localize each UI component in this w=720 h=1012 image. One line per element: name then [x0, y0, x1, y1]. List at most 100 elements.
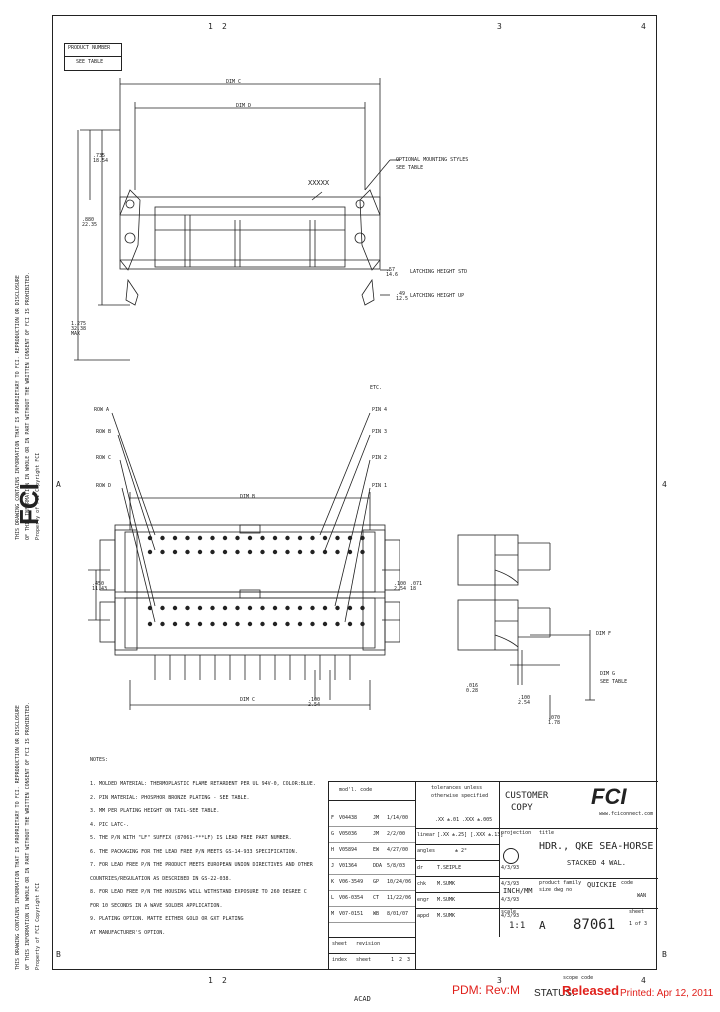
drawing-number-area: scale 1:1 A 87061 sheet 1 of 3	[499, 908, 658, 937]
pin-4-label: PIN 4	[372, 407, 388, 413]
revision-by: DDA	[373, 863, 383, 869]
revision-row-divider	[329, 906, 415, 907]
front-right-dim-1: .100 2.54	[394, 581, 407, 592]
pin-dot	[347, 549, 353, 555]
zone-marker-a: A	[56, 480, 61, 489]
pin-dot	[360, 621, 365, 627]
revision-header: mod'l. code	[339, 787, 373, 793]
pin-dot	[322, 535, 328, 541]
pin-dot	[235, 535, 240, 541]
pin-dot	[347, 535, 353, 541]
pin-dot	[185, 535, 190, 541]
revision-rev: M	[331, 911, 335, 917]
pin-dot	[247, 535, 253, 541]
pin-dot	[272, 549, 278, 555]
pin-dot	[235, 605, 240, 611]
latch-up-label: LATCHING HEIGHT UP	[410, 293, 465, 299]
side-dim-2: .100 2.54	[518, 695, 531, 706]
note-item: 5. THE P/N WITH "LF" SUFFIX (87061-***LF…	[90, 835, 292, 841]
zone-marker-1: 1	[208, 22, 213, 31]
zone-marker-3-bottom: 3	[497, 976, 502, 985]
zone-marker-4-bottom: 4	[641, 976, 646, 985]
engr-date: 4/3/93	[501, 897, 520, 903]
front-etc: ETC.	[370, 385, 383, 391]
note-item: 4. PIC LATC-.	[90, 821, 130, 828]
row-a-label: ROW A	[94, 407, 110, 413]
pin-dot	[310, 605, 315, 611]
pin-dot	[160, 605, 165, 611]
top-left-dim-2: .880 22.35	[82, 217, 98, 228]
pin-dot	[197, 549, 203, 555]
front-left-dim: .450 11.43	[92, 581, 108, 592]
note-item: 3. MM PER PLATING HEIGHT ON TAIL-SEE TAB…	[90, 808, 220, 814]
drawing-number: 87061	[573, 917, 616, 933]
pin-dot	[222, 535, 228, 541]
pin-dot	[335, 535, 340, 541]
top-dim-d: DIM D	[236, 103, 252, 109]
pin-dot	[172, 535, 178, 541]
pin-dot	[297, 549, 303, 555]
title-line-2: STACKED 4 WAL.	[567, 859, 627, 867]
title-line-1: HDR., QKE SEA-HORSE	[539, 841, 654, 852]
engr-label: engr	[417, 897, 430, 903]
pin-dot	[310, 535, 315, 541]
revision-row-divider	[329, 890, 415, 891]
title-area: projection title HDR., QKE SEA-HORSE STA…	[499, 828, 658, 879]
revision-by: EW	[373, 847, 380, 853]
tolerance-dims: .XX ±.01 .XXX ±.005	[435, 817, 493, 823]
pin-dot	[297, 605, 303, 611]
revision-rev: H	[331, 847, 335, 853]
pin-dot	[147, 535, 153, 541]
note-item: 6. THE PACKAGING FOR THE LEAD FREE P/N M…	[90, 848, 298, 855]
revision-eco: V05036	[339, 831, 358, 837]
pin-dot	[335, 549, 340, 555]
zone-marker-3: 3	[497, 22, 502, 31]
pin-dot	[235, 549, 240, 555]
revision-eco: V06-0354	[339, 895, 364, 901]
status-label: STATUS:	[534, 988, 575, 999]
pin-dot	[285, 621, 290, 627]
pin-dot	[197, 605, 203, 611]
note-item: 8. FOR LEAD FREE P/N THE HOUSING WILL WI…	[90, 889, 307, 895]
revision-row-divider	[329, 874, 415, 875]
pin-dot	[322, 549, 328, 555]
note-item: 9. PLATING OPTION. MATTE EITHER GOLD OR …	[90, 916, 244, 922]
side-dim-1: .016 0.28	[466, 683, 479, 694]
revision-rev: L	[331, 895, 335, 901]
pin-dot	[160, 621, 165, 627]
projection-label: projection	[501, 830, 532, 836]
tolerance-block: tolerances unless otherwise specified .X…	[415, 782, 503, 937]
proprietary-line-3b: Property of FCI Copyright FCI	[35, 882, 41, 970]
code-value: WAN	[637, 893, 647, 899]
acad-label: ACAD	[354, 995, 371, 1003]
product-family-label: product family	[539, 880, 582, 886]
pin-dot	[335, 621, 340, 627]
appd-label: appd	[417, 913, 430, 919]
pin-3-label: PIN 3	[372, 429, 388, 435]
pin-dot	[147, 549, 153, 555]
revision-by: GP	[373, 879, 380, 885]
latch-std-label: LATCHING HEIGHT STD	[410, 269, 468, 275]
revision-row-divider	[329, 858, 415, 859]
front-right-dim-2: .071 18	[410, 581, 423, 592]
pin-dot	[272, 621, 278, 627]
note-item: 1. MOLDED MATERIAL: THERMOPLASTIC FLAME …	[90, 781, 316, 787]
side-see-table: SEE TABLE	[600, 679, 628, 685]
product-number-box: PRODUCT NUMBER SEE TABLE	[64, 43, 122, 71]
chk-name: M.SUMK	[437, 881, 456, 887]
pin-dot	[210, 549, 215, 555]
website: www.fciconnect.com	[599, 811, 654, 817]
pin-dot	[235, 621, 240, 627]
revision-date: 11/22/06	[387, 895, 412, 901]
pin-dot	[160, 549, 165, 555]
drawing-border	[52, 15, 657, 970]
pin-dot	[260, 535, 265, 541]
projection-symbol-icon	[503, 848, 519, 864]
pin-dot	[172, 605, 178, 611]
revision-row-divider	[329, 842, 415, 843]
pin-dot	[285, 535, 290, 541]
engr-name: M.SUMK	[437, 897, 456, 903]
pin-dot	[247, 605, 253, 611]
latch-std-dim: .57 14.6	[386, 267, 399, 278]
released-stamp: Released	[562, 983, 620, 998]
